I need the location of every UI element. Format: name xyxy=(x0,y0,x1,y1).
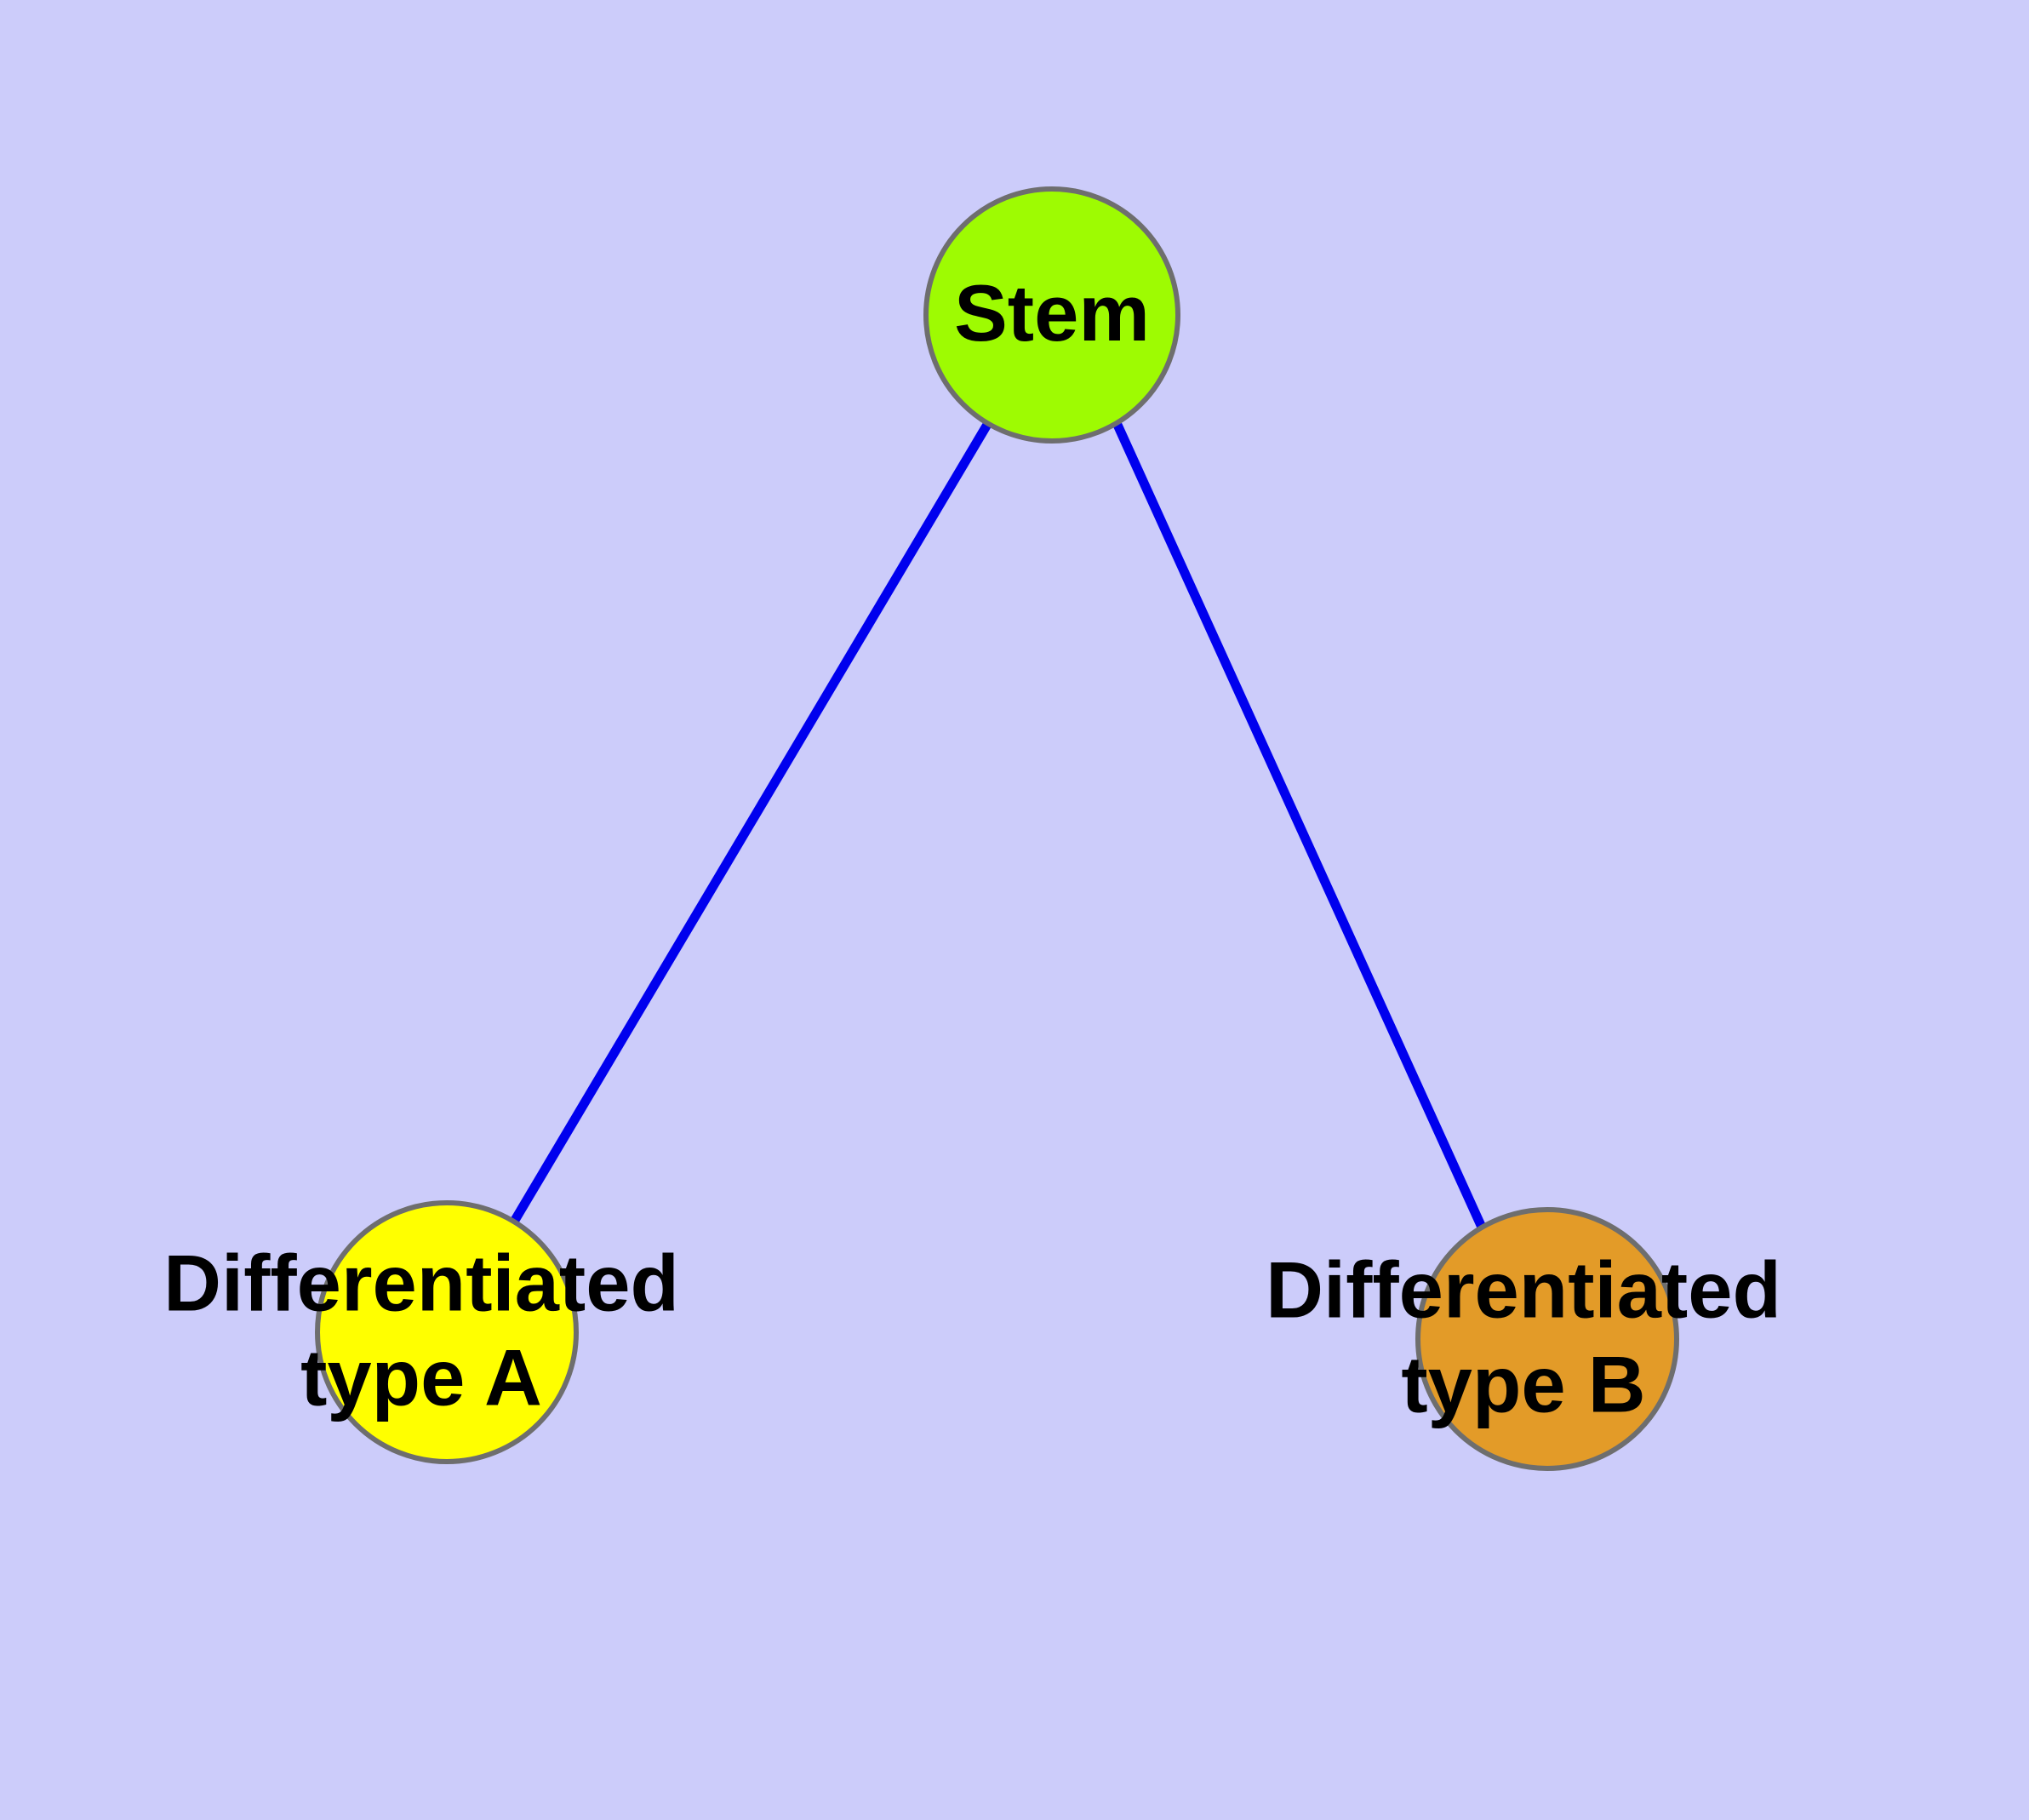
edges-group xyxy=(510,421,1489,1233)
node-label-line: type B xyxy=(1401,1339,1645,1428)
node-label-line: Stem xyxy=(954,268,1150,358)
node-differentiated-type-b[interactable] xyxy=(1415,1207,1679,1471)
node-label-line: type A xyxy=(300,1332,542,1422)
node-stem[interactable] xyxy=(923,186,1180,444)
edge-stem-to-differentiated-type-b[interactable] xyxy=(1112,422,1489,1233)
node-differentiated-type-a[interactable] xyxy=(315,1200,579,1464)
node-label-stem: Stem xyxy=(954,268,1150,358)
edge-stem-to-differentiated-type-a[interactable] xyxy=(510,421,992,1224)
nodes-group xyxy=(315,186,1679,1471)
node-label-line: Differentiated xyxy=(163,1238,679,1327)
node-label-line: Differentiated xyxy=(1266,1245,1781,1334)
